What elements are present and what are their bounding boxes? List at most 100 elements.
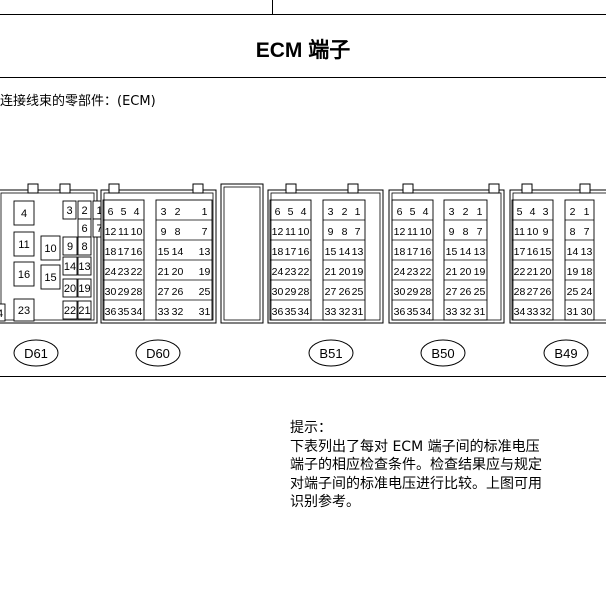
pin-number: 26 <box>540 286 552 298</box>
pin-number: 14 <box>64 261 76 273</box>
pin-number: 1 <box>96 205 102 217</box>
pin-number: 11 <box>514 226 525 238</box>
pin-number: 33 <box>158 306 170 318</box>
pin-cell <box>13 261 35 287</box>
pin-number: 30 <box>105 286 117 298</box>
connector-label: B50 <box>431 346 454 361</box>
pin-number: 4 <box>423 206 429 218</box>
pin-number: 7 <box>477 226 483 238</box>
pin-number: 11 <box>407 226 418 238</box>
connector-label-oval <box>420 339 466 367</box>
pin-number: 25 <box>474 286 486 298</box>
pin-number: 14 <box>567 246 579 258</box>
pin-number: 23 <box>285 266 297 278</box>
top-divider <box>272 0 273 14</box>
pin-number: 27 <box>446 286 458 298</box>
pin-number: 35 <box>407 306 419 318</box>
latch-tab <box>488 183 500 194</box>
connector-b49-body <box>509 189 606 324</box>
pin-number: 28 <box>514 286 526 298</box>
pin-number: 25 <box>567 286 579 298</box>
intro-text: 连接线束的零部件：(ECM) <box>0 94 156 109</box>
pin-number: 2 <box>81 205 87 217</box>
pin-number: 12 <box>105 226 117 238</box>
pin-number: 17 <box>118 246 130 258</box>
pin-number: 21 <box>527 266 539 278</box>
pin-number: 33 <box>527 306 539 318</box>
pin-number: 34 <box>298 306 310 318</box>
pin-number: 29 <box>118 286 130 298</box>
pin-cell <box>62 278 78 298</box>
pin-number: 5 <box>517 206 523 218</box>
pin-number: 15 <box>446 246 458 258</box>
connector-d60-body <box>100 189 217 324</box>
pin-number: 14 <box>460 246 472 258</box>
pin-number: 27 <box>527 286 539 298</box>
pin-number: 31 <box>352 306 364 318</box>
hint-line: 对端子间的标准电压进行比较。上图可用 <box>290 475 542 492</box>
pin-number: 7 <box>355 226 361 238</box>
pin-cell <box>40 235 61 261</box>
pin-number: 23 <box>407 266 419 278</box>
pin-number: 22 <box>298 266 310 278</box>
pin-number: 10 <box>44 243 56 255</box>
pin-number: 30 <box>581 306 593 318</box>
pin-number: 36 <box>394 306 406 318</box>
hint-heading: 提示： <box>290 420 332 436</box>
pin-cell <box>13 231 35 257</box>
top-border <box>0 14 606 15</box>
pin-number: 1 <box>584 206 590 218</box>
pin-number: 19 <box>199 266 211 278</box>
pin-number: 14 <box>172 246 184 258</box>
pin-number: 7 <box>202 226 208 238</box>
pin-number: 35 <box>118 306 130 318</box>
pin-number: 32 <box>460 306 472 318</box>
pin-number: 31 <box>474 306 486 318</box>
pin-number: 8 <box>570 226 576 238</box>
connector-label: B49 <box>554 346 577 361</box>
pin-number: 10 <box>527 226 539 238</box>
connector-label-oval <box>543 339 589 367</box>
pin-cell <box>62 236 78 256</box>
pin-number: 4 <box>21 208 27 220</box>
pin-number: 22 <box>420 266 432 278</box>
pin-cell <box>0 303 6 322</box>
latch-tab <box>108 183 120 194</box>
pin-number: 5 <box>410 206 416 218</box>
pin-number: 24 <box>272 266 284 278</box>
pin-number: 23 <box>18 305 30 317</box>
pin-number: 19 <box>78 283 90 295</box>
pin-number: 6 <box>397 206 403 218</box>
blank-housing-inner <box>223 186 261 321</box>
connector-label: D61 <box>24 346 48 361</box>
pin-number: 2 <box>175 206 181 218</box>
pin-number: 11 <box>118 226 129 238</box>
pin-number: 16 <box>420 246 432 258</box>
pin-number: 28 <box>298 286 310 298</box>
pin-number: 16 <box>18 269 30 281</box>
pin-number: 19 <box>474 266 486 278</box>
pin-number: 3 <box>543 206 549 218</box>
pin-cell <box>40 264 61 290</box>
pin-number: 21 <box>446 266 458 278</box>
pin-number: 7 <box>584 226 590 238</box>
pin-number: 28 <box>420 286 432 298</box>
pin-number: 21 <box>158 266 170 278</box>
pin-number: 17 <box>514 246 526 258</box>
pin-number: 15 <box>44 272 56 284</box>
pin-number: 25 <box>199 286 211 298</box>
pin-number: 22 <box>64 305 76 317</box>
pin-number: 18 <box>272 246 284 258</box>
pin-number: 17 <box>407 246 419 258</box>
pin-number: 18 <box>105 246 117 258</box>
pin-number: 22 <box>514 266 526 278</box>
connector-b49-body-inner <box>512 192 606 321</box>
latch-tab <box>285 183 297 194</box>
pin-number: 36 <box>105 306 117 318</box>
pin-number: 2 <box>342 206 348 218</box>
pin-number: 3 <box>328 206 334 218</box>
page-title: ECM 端子 <box>255 39 351 62</box>
pin-number: 7 <box>96 223 102 235</box>
pin-number: 19 <box>567 266 579 278</box>
pin-number: 11 <box>18 239 29 251</box>
